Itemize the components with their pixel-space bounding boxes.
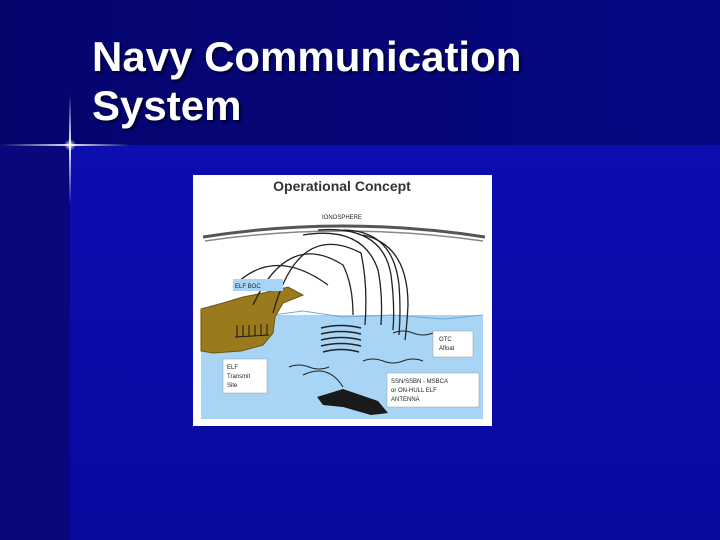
elf-site-label-3: Site — [227, 383, 238, 389]
ionosphere-band-inner — [204, 230, 484, 242]
slide-title-line2: System — [92, 82, 242, 129]
figure-heading: Operational Concept — [273, 178, 411, 194]
elf-site-box — [222, 358, 268, 394]
slide-title: Navy Communication System — [92, 32, 692, 130]
sparkle-icon — [64, 139, 76, 151]
ssn-label-3: ANTENNA — [391, 397, 420, 403]
elf-site-label-2: Transmit — [227, 374, 250, 380]
slide-title-line1: Navy Communication — [92, 33, 522, 80]
left-band — [0, 145, 70, 540]
ssn-label-1: SSN/SSBN - MSBCA — [391, 379, 448, 385]
water-wave-stack — [320, 324, 362, 353]
submarine-icon — [317, 389, 388, 415]
trailing-antenna — [302, 370, 344, 388]
elf-wave-arcs — [232, 228, 409, 341]
surface-ripples — [288, 330, 434, 370]
elf-site-label-1: ELF — [227, 365, 238, 371]
concept-diagram: Operational Concept IONOSPHERE — [200, 178, 486, 419]
otc-afloat-label-1: OTC — [439, 337, 452, 343]
title-band — [0, 0, 720, 145]
elf-boc-box — [233, 279, 283, 291]
transmit-antenna-icon — [234, 324, 270, 338]
otc-afloat-label-2: Afloat — [439, 346, 455, 352]
otc-afloat-box — [432, 330, 474, 358]
ionosphere-label: IONOSPHERE — [322, 215, 362, 221]
land-mass — [200, 286, 305, 354]
elf-boc-label: ELF BOC — [235, 284, 261, 290]
operational-concept-figure: Operational Concept IONOSPHERE — [193, 175, 492, 426]
ssn-label-2: or ON-HULL ELF — [391, 388, 437, 394]
ionosphere-band-outer — [202, 224, 486, 239]
ssn-box — [386, 372, 480, 408]
